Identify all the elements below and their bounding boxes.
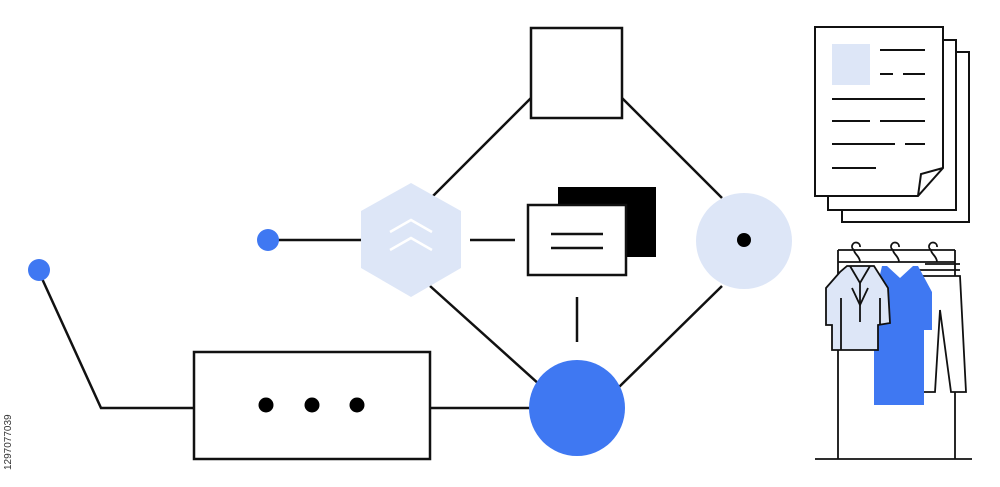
hexagon-node (361, 183, 461, 297)
card-front (526, 203, 628, 277)
chevron-upper (389, 218, 433, 234)
document-stack-icon (814, 26, 970, 223)
connectors (37, 97, 723, 410)
ellipsis-dot-3 (349, 397, 365, 413)
target-node (696, 193, 792, 289)
edge-square-to-hexagon (431, 97, 532, 198)
endpoint-dot-hexagon (257, 229, 279, 251)
edge-square-to-target (621, 97, 723, 199)
hangers (851, 241, 938, 263)
hub-circle (529, 360, 625, 456)
target-dot (737, 233, 751, 247)
chevron-lower (389, 236, 433, 252)
document-text-lines (832, 49, 925, 169)
connector-left-dot-to-box (37, 271, 195, 410)
chevron-up-icon (361, 183, 461, 297)
edge-target-to-circle (617, 285, 723, 389)
clothing-rack-icon (815, 241, 972, 460)
ellipsis-dot-2 (304, 397, 320, 413)
ellipsis-dot-1 (258, 397, 274, 413)
endpoint-dot-left (28, 259, 50, 281)
ellipsis-box (192, 350, 432, 461)
edge-hexagon-to-circle (429, 285, 541, 386)
ellipsis-icon (192, 350, 432, 461)
document-image-block (832, 44, 870, 85)
square-node (529, 26, 624, 120)
jacket-garment (825, 265, 891, 351)
side-identifier: 1297077039 (3, 414, 14, 470)
document-page-fold (917, 167, 944, 197)
message-cards-icon (526, 187, 656, 277)
